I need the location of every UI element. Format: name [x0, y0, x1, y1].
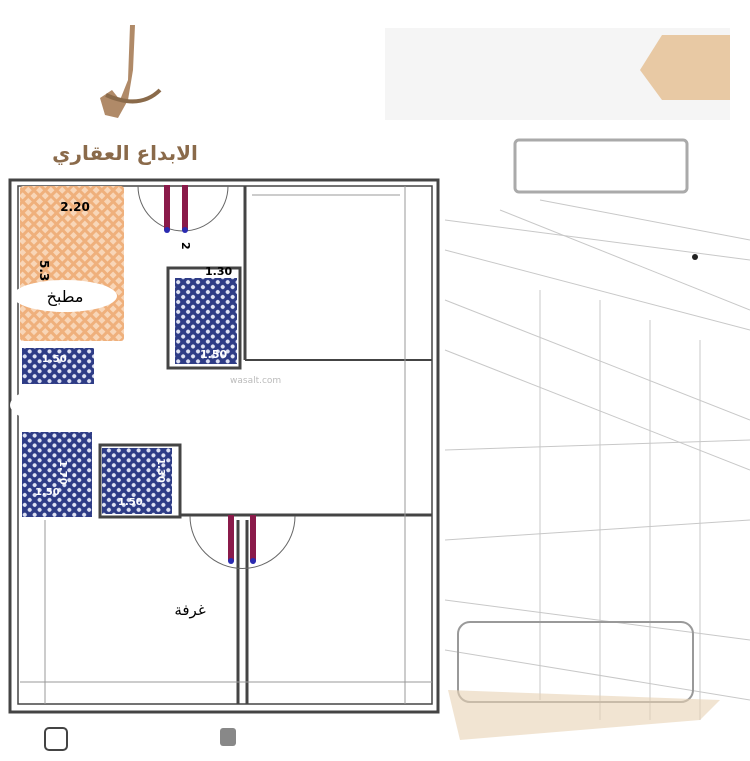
bath-left-bottom-dim-a: 1.70: [57, 460, 68, 485]
bath-left-bottom: 1.70 1.50: [22, 432, 92, 517]
bath-top-dim-b: 1.50: [200, 348, 227, 361]
logo: الابداع العقاري: [52, 25, 198, 166]
bath-left-top: 1.50: [10, 348, 100, 423]
bath-left-bottom-dim-b: 1.50: [35, 487, 60, 498]
bath-top: 1.30 1.50 2: [166, 242, 242, 370]
doors: [137, 185, 296, 569]
footer-icons: [44, 727, 236, 751]
bath-left-top-dim: 1.50: [42, 354, 67, 365]
room-label: غرفة: [174, 601, 205, 619]
kitchen: 2.20 5.30 مطبخ: [13, 186, 124, 341]
logo-text: الابداع العقاري: [52, 141, 198, 166]
bath-mid-bottom: 1.30 1.50: [98, 443, 182, 519]
bath-mid-bottom-dim-b: 1.50: [118, 497, 143, 508]
bath-top-dim-a: 1.30: [205, 265, 232, 278]
bath-top-dim-c: 2: [179, 242, 192, 250]
kitchen-width: 2.20: [60, 200, 90, 214]
watermark: wasalt.com: [230, 376, 281, 386]
background-sketch: [385, 28, 750, 740]
kitchen-label: مطبخ: [47, 287, 84, 307]
walls: [8, 178, 440, 714]
bath-mid-bottom-dim-a: 1.30: [155, 458, 166, 483]
